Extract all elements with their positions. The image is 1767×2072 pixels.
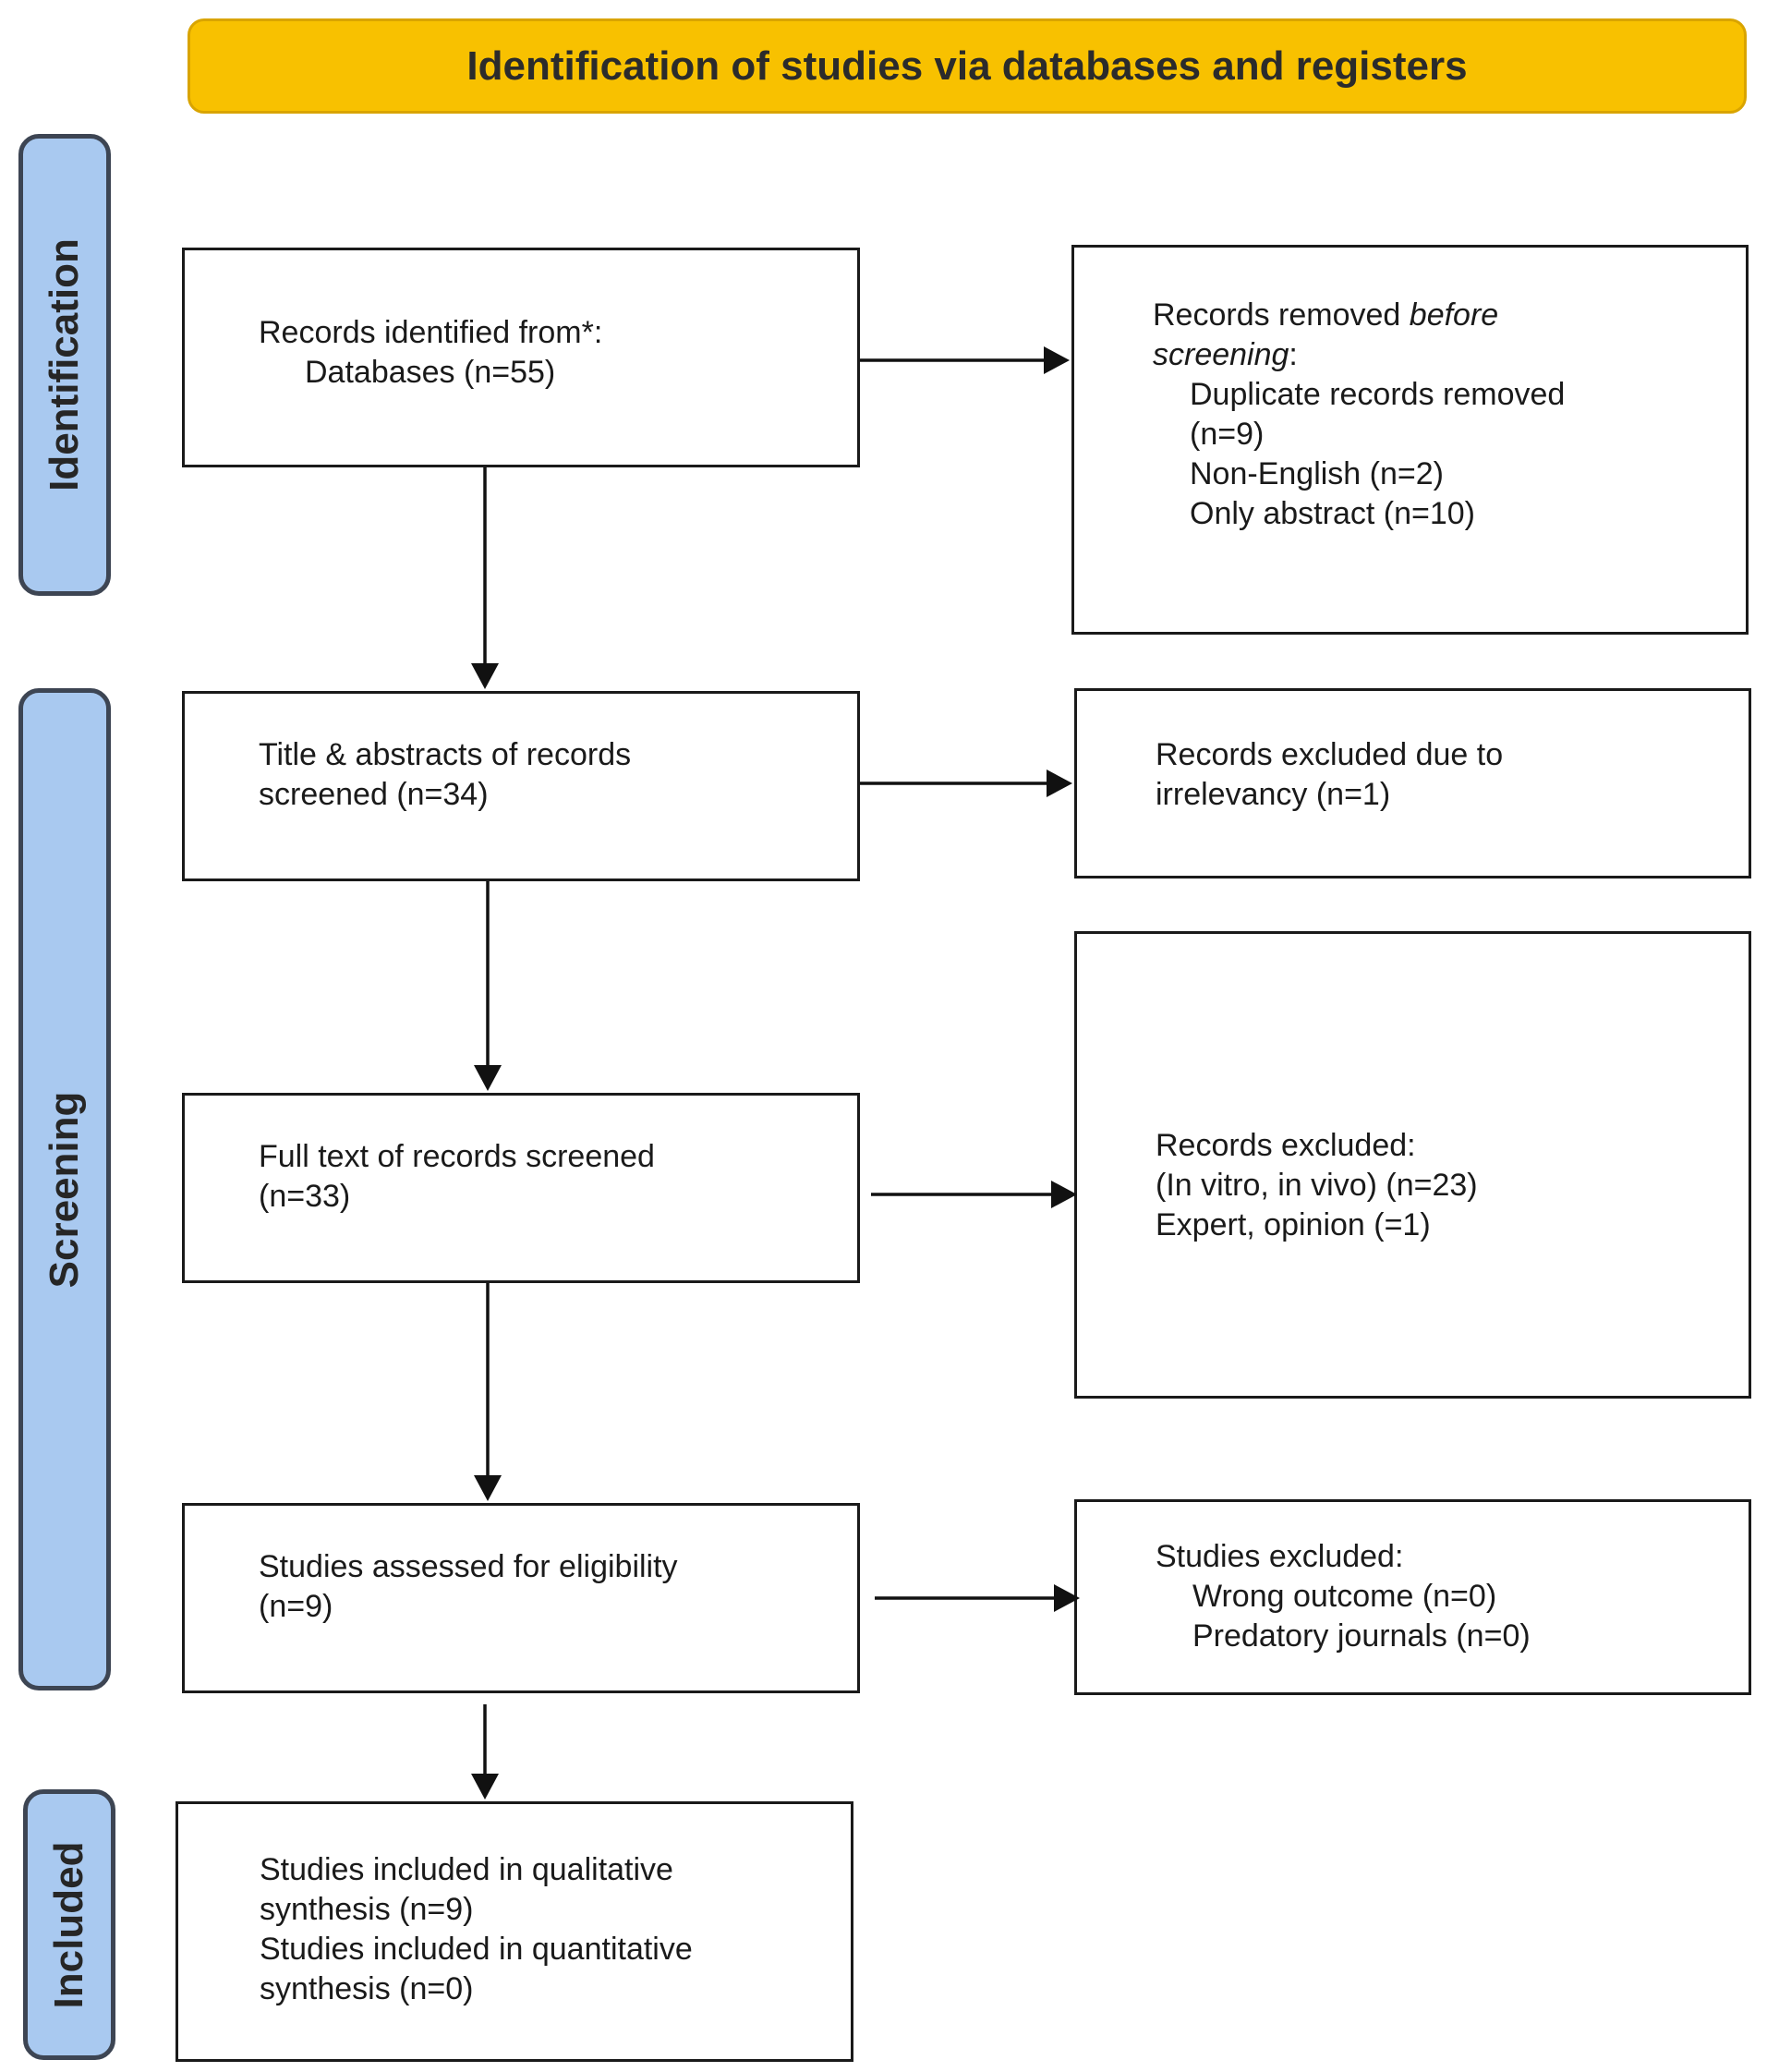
records-removed-italic-before: before [1409,297,1499,333]
records-removed-italic-screening: screening [1153,337,1289,372]
stage-identification: Identification [18,134,111,596]
studies-excluded-box: Studies excluded: Wrong outcome (n=0) Pr… [1074,1499,1751,1695]
eligibility-box: Studies assessed for eligibility (n=9) [182,1503,860,1693]
title-abstracts-line2: screened (n=34) [259,777,489,812]
arrowhead-right-3 [1051,1181,1077,1208]
records-removed-item-duplicate: Duplicate records removed [1190,377,1566,412]
included-line3: Studies included in quantitative [260,1932,693,1967]
records-excluded-line2: (In vitro, in vivo) (n=23) [1156,1168,1478,1203]
arrowhead-right-1 [1044,346,1070,374]
records-removed-item-non-english: Non-English (n=2) [1190,456,1444,491]
records-removed-item-abstract: Only abstract (n=10) [1190,496,1475,531]
excluded-irrelevancy-line1: Records excluded due to [1156,737,1504,772]
records-removed-colon: : [1289,337,1298,372]
title-abstracts-line1: Title & abstracts of records [259,737,632,772]
eligibility-line1: Studies assessed for eligibility [259,1549,678,1584]
records-removed-box: Records removed before screening: Duplic… [1071,245,1749,635]
records-identified-line1: Records identified from*: [259,315,603,350]
records-removed-heading-line2: screening: [1153,335,1727,375]
records-excluded-line3: Expert, opinion (=1) [1156,1207,1431,1242]
records-excluded-box: Records excluded: (In vitro, in vivo) (n… [1074,931,1751,1399]
full-text-box: Full text of records screened (n=33) [182,1093,860,1283]
included-box: Studies included in qualitative synthesi… [175,1801,853,2062]
records-removed-item-duplicate-count: (n=9) [1190,417,1265,452]
included-line1: Studies included in qualitative [260,1852,673,1887]
records-removed-heading-line1: Records removed before [1153,296,1727,335]
records-identified-box: Records identified from*: Databases (n=5… [182,248,860,467]
stage-included: Included [23,1789,115,2060]
studies-excluded-line1: Studies excluded: [1156,1539,1404,1574]
arrowhead-down-1 [471,663,499,689]
full-text-line1: Full text of records screened [259,1139,655,1174]
included-line2: synthesis (n=9) [260,1892,474,1927]
arrowhead-down-3 [474,1475,502,1501]
eligibility-line2: (n=9) [259,1589,333,1624]
arrowhead-down-2 [474,1065,502,1091]
records-removed-text: Records removed [1153,297,1410,333]
excluded-irrelevancy-box: Records excluded due to irrelevancy (n=1… [1074,688,1751,878]
stage-screening: Screening [18,688,111,1690]
arrowhead-right-2 [1047,769,1072,797]
full-text-line2: (n=33) [259,1179,351,1214]
included-line4: synthesis (n=0) [260,1971,474,2006]
title-abstracts-box: Title & abstracts of records screened (n… [182,691,860,881]
studies-excluded-line2: Wrong outcome (n=0) [1192,1579,1497,1614]
excluded-irrelevancy-line2: irrelevancy (n=1) [1156,777,1391,812]
studies-excluded-line3: Predatory journals (n=0) [1192,1618,1531,1654]
header-title: Identification of studies via databases … [466,42,1468,89]
header-banner: Identification of studies via databases … [188,18,1747,114]
records-identified-line2: Databases (n=55) [305,355,556,390]
arrowhead-down-4 [471,1774,499,1799]
arrowhead-right-4 [1054,1584,1080,1612]
records-excluded-line1: Records excluded: [1156,1128,1416,1163]
